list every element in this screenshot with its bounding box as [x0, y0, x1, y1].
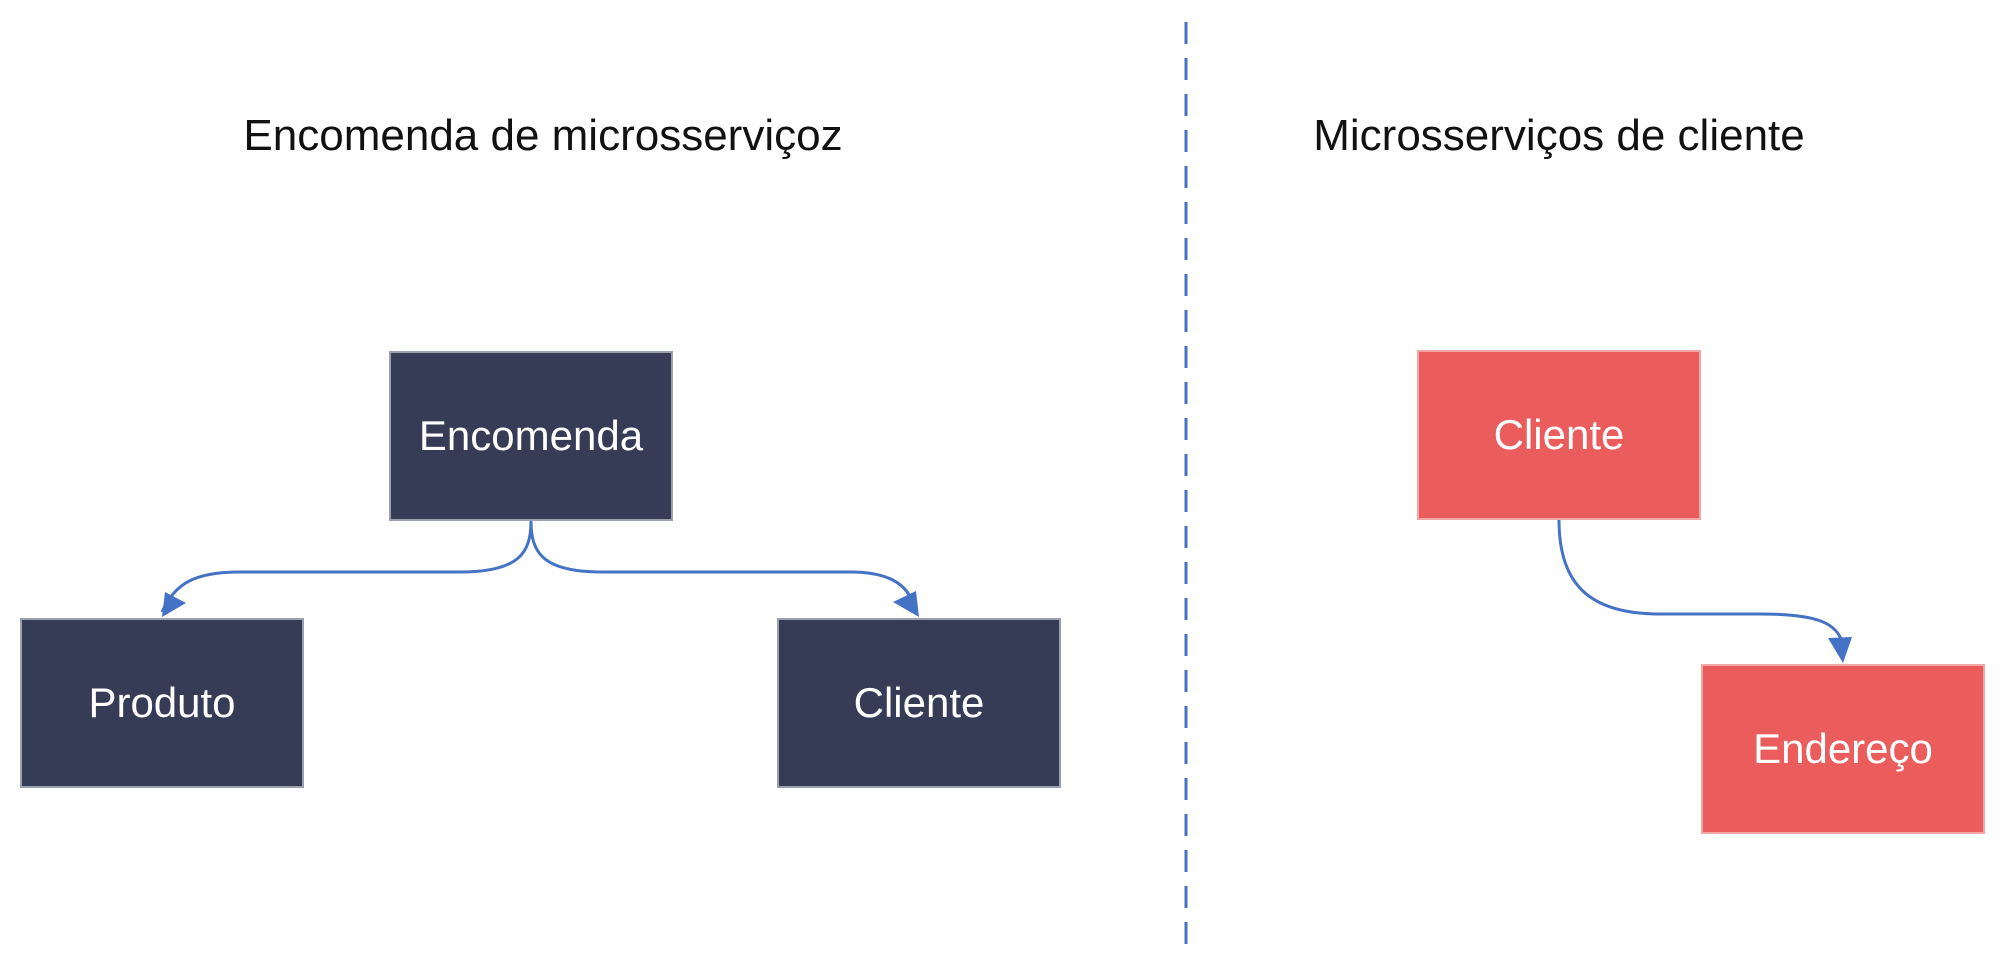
node-encomenda-label: Encomenda	[418, 412, 644, 459]
node-cliente-right: Cliente	[1417, 350, 1701, 520]
arrow-cliente-to-endereco	[1557, 519, 1845, 646]
arrow-encomenda-to-produto	[160, 520, 533, 613]
arrowhead-endereco	[1828, 637, 1852, 663]
node-produto-label: Produto	[88, 679, 236, 726]
node-cliente-left: Cliente	[777, 618, 1061, 788]
right-section-title: Microsserviços de cliente	[1313, 111, 1805, 160]
arrow-encomenda-to-cliente	[529, 520, 914, 601]
node-endereco-label: Endereço	[1753, 725, 1933, 772]
arrowhead-produto	[162, 592, 186, 617]
left-section-title: Encomenda de microsserviçoz	[243, 111, 843, 160]
node-endereco: Endereço	[1701, 664, 1985, 834]
node-cliente-left-label: Cliente	[853, 679, 985, 726]
node-produto: Produto	[20, 618, 304, 788]
node-encomenda: Encomenda	[389, 351, 673, 521]
arrowhead-cliente-left	[893, 591, 919, 617]
node-cliente-right-label: Cliente	[1493, 411, 1625, 458]
